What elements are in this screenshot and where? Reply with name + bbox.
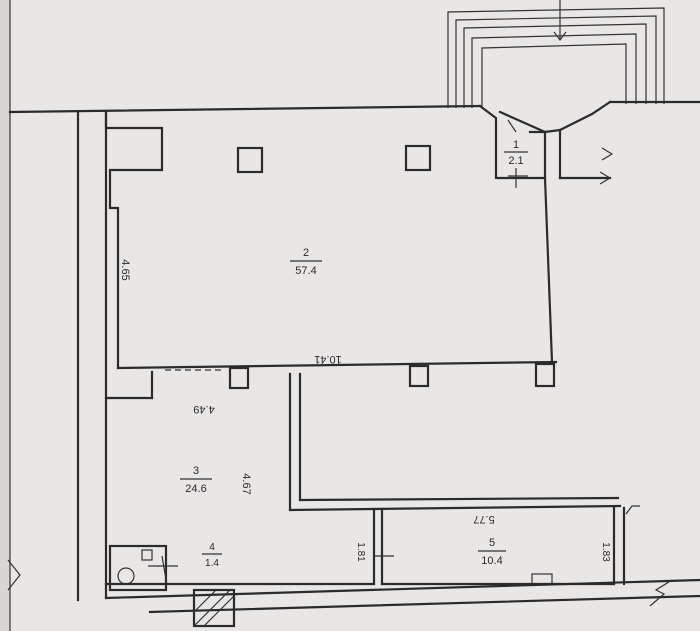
room-label-1: 1 2.1 [504,139,528,167]
room-area: 1.4 [205,558,219,569]
dimension-room5-width: 5.77 [473,513,494,525]
room-4-walls [108,544,178,592]
paper-edge [0,0,10,631]
sink-icon [141,549,153,561]
dimension-room3-width: 4.49 [193,403,214,415]
entrance-steps [447,0,665,108]
break-mark-left [7,559,21,591]
room-label-3: 3 24.6 [180,465,212,495]
radiator [531,573,553,585]
dimension-room5-left-height: 1.81 [355,542,366,562]
outer-wall-top [8,104,482,114]
room-number: 1 [513,139,519,151]
room-label-5: 5 10.4 [478,537,506,567]
room-number: 2 [303,247,309,259]
column [404,144,432,172]
hatched-column [192,588,236,628]
column [408,364,430,388]
break-mark-right [649,579,673,607]
room-number: 5 [489,537,495,549]
room-number: 3 [193,465,199,477]
room-label-4: 4 1.4 [202,542,222,569]
room-number: 4 [209,542,215,553]
room-area: 24.6 [185,483,206,495]
room-3-walls [288,372,622,512]
vestibule [478,100,614,188]
dimension-left-wall: 4.65 [119,259,131,280]
dimension-room3-height: 4.67 [240,473,252,494]
room-area: 10.4 [481,555,502,567]
column [534,362,556,388]
outer-wall-bottom [104,578,700,628]
outer-wall-left [76,110,108,602]
column [228,366,250,390]
room-2-walls [104,112,558,400]
room-area: 2.1 [508,155,523,167]
column [236,146,264,174]
dimension-room5-right-height: 1.83 [600,542,611,562]
dimension-room2-width: 10.41 [314,353,342,365]
toilet-icon [117,567,135,585]
room-area: 57.4 [295,265,316,277]
room-label-2: 2 57.4 [290,247,322,277]
